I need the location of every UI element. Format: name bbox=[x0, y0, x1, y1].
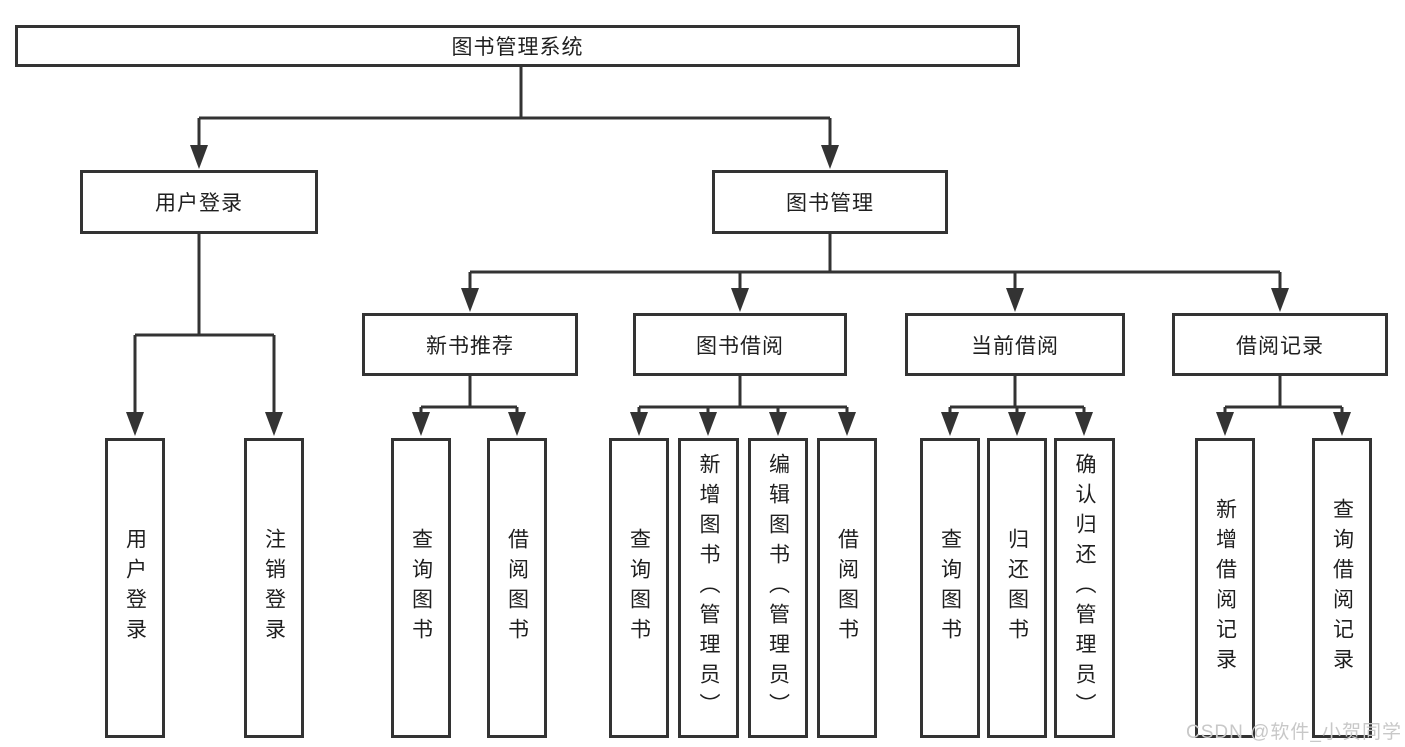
leaf-query-borrow-record: 查询借阅记录 bbox=[1312, 438, 1372, 738]
root-node-system-title: 图书管理系统 bbox=[15, 25, 1020, 67]
arrowhead-icon bbox=[941, 412, 959, 436]
leaf-add-borrow-record: 新增借阅记录 bbox=[1195, 438, 1255, 738]
arrowhead-icon bbox=[1271, 288, 1289, 312]
connector-borrow-records-section bbox=[1216, 376, 1351, 436]
leaf-user-login: 用户登录 bbox=[105, 438, 165, 738]
leaf-label: 借阅图书 bbox=[505, 528, 529, 648]
section-borrow-records: 借阅记录 bbox=[1172, 313, 1388, 376]
connector-book-branch bbox=[461, 234, 1289, 312]
connector-book-borrow-section bbox=[630, 376, 856, 436]
connector-new-book-section bbox=[412, 376, 526, 436]
arrowhead-icon bbox=[1333, 412, 1351, 436]
section-book-borrow: 图书借阅 bbox=[633, 313, 847, 376]
leaf-query-books-1: 查询图书 bbox=[391, 438, 451, 738]
csdn-watermark: CSDN @软件_小贺同学 bbox=[1186, 722, 1402, 743]
arrowhead-icon bbox=[1075, 412, 1093, 436]
leaf-label: 用户登录 bbox=[123, 528, 147, 648]
branch-book-management: 图书管理 bbox=[712, 170, 948, 234]
section-new-book-recommend: 新书推荐 bbox=[362, 313, 578, 376]
leaf-label: 新增图书（管理员） bbox=[697, 453, 720, 723]
arrowhead-icon bbox=[838, 412, 856, 436]
leaf-confirm-return-admin: 确认归还（管理员） bbox=[1054, 438, 1115, 738]
leaf-query-books-2: 查询图书 bbox=[609, 438, 669, 738]
arrowhead-icon bbox=[731, 288, 749, 312]
arrowhead-icon bbox=[126, 412, 144, 436]
leaf-logout: 注销登录 bbox=[244, 438, 304, 738]
leaf-query-books-3: 查询图书 bbox=[920, 438, 980, 738]
section-current-borrow: 当前借阅 bbox=[905, 313, 1125, 376]
arrowhead-icon bbox=[1008, 412, 1026, 436]
arrowhead-icon bbox=[508, 412, 526, 436]
arrowhead-icon bbox=[769, 412, 787, 436]
leaf-label: 注销登录 bbox=[262, 528, 286, 648]
leaf-label: 查询借阅记录 bbox=[1330, 498, 1354, 678]
connector-root-to-branches bbox=[190, 67, 839, 169]
arrowhead-icon bbox=[1216, 412, 1234, 436]
leaf-borrow-books-2: 借阅图书 bbox=[817, 438, 877, 738]
branch-user-login: 用户登录 bbox=[80, 170, 318, 234]
arrowhead-icon bbox=[821, 145, 839, 169]
arrowhead-icon bbox=[630, 412, 648, 436]
leaf-label: 查询图书 bbox=[938, 528, 962, 648]
arrowhead-icon bbox=[412, 412, 430, 436]
leaf-label: 新增借阅记录 bbox=[1213, 498, 1237, 678]
leaf-label: 确认归还（管理员） bbox=[1073, 453, 1096, 723]
leaf-label: 借阅图书 bbox=[835, 528, 859, 648]
connector-user-branch bbox=[126, 234, 283, 436]
arrowhead-icon bbox=[461, 288, 479, 312]
arrowhead-icon bbox=[265, 412, 283, 436]
leaf-label: 查询图书 bbox=[627, 528, 651, 648]
leaf-add-books-admin: 新增图书（管理员） bbox=[678, 438, 739, 738]
leaf-label: 查询图书 bbox=[409, 528, 433, 648]
leaf-label: 编辑图书（管理员） bbox=[766, 453, 790, 723]
arrowhead-icon bbox=[1006, 288, 1024, 312]
arrowhead-icon bbox=[699, 412, 717, 436]
leaf-label: 归还图书 bbox=[1005, 528, 1029, 648]
leaf-borrow-books-1: 借阅图书 bbox=[487, 438, 547, 738]
leaf-edit-books-admin: 编辑图书（管理员） bbox=[748, 438, 808, 738]
arrowhead-icon bbox=[190, 145, 208, 169]
connector-current-borrow-section bbox=[941, 376, 1093, 436]
leaf-return-books: 归还图书 bbox=[987, 438, 1047, 738]
